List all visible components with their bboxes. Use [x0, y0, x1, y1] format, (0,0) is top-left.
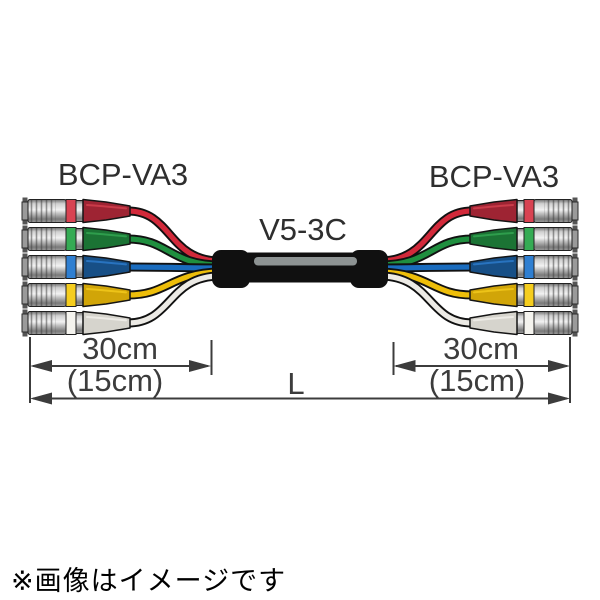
left-cable-fanout	[123, 206, 225, 328]
bnc-connector-left-green	[21, 225, 131, 253]
right-length-alt-label: (15cm)	[429, 363, 525, 398]
total-dimension-arrow-left	[30, 392, 52, 405]
left-connector-label: BCP-VA3	[58, 157, 188, 192]
right-dimension-arrow-left	[393, 360, 416, 372]
total-dimension-arrow-right	[548, 392, 570, 405]
trunk-highlight	[254, 257, 357, 266]
left-connector-bank	[21, 197, 131, 337]
bnc-connector-right-white	[469, 309, 579, 337]
bnc-connector-left-blue	[21, 253, 131, 281]
bnc-connector-right-yellow	[469, 281, 579, 309]
left-length-label: 30cm	[82, 331, 158, 366]
total-length-label: L	[287, 366, 304, 401]
dimension-lines: 30cm (15cm) 30cm (15cm) L	[29, 331, 571, 405]
bnc-connector-right-red	[469, 197, 579, 225]
right-dimension-arrow-right	[548, 360, 570, 372]
bnc-connector-left-red	[21, 197, 131, 225]
image-disclaimer-caption: ※画像はイメージです	[11, 566, 287, 596]
cable-right-red	[375, 206, 477, 266]
bnc-connector-right-blue	[469, 253, 579, 281]
left-dimension-arrow-left	[30, 360, 52, 372]
left-length-alt-label: (15cm)	[67, 363, 163, 398]
bnc-connector-left-yellow	[21, 281, 131, 309]
bnc-connector-right-green	[469, 225, 579, 253]
cable-type-label: V5-3C	[259, 212, 347, 247]
right-connector-bank	[469, 197, 579, 337]
right-connector-label: BCP-VA3	[429, 159, 559, 194]
cable-right-white	[375, 271, 477, 328]
cable-right-blue	[375, 262, 477, 273]
bnc-connector-left-white	[21, 309, 131, 337]
cable-left-white	[123, 271, 225, 328]
cable-left-red	[123, 206, 225, 266]
right-cable-fanout	[375, 206, 477, 328]
cable-left-blue	[123, 262, 225, 273]
center-trunk-cable	[212, 250, 388, 288]
left-dimension-arrow-right	[189, 360, 211, 372]
right-length-label: 30cm	[443, 331, 519, 366]
